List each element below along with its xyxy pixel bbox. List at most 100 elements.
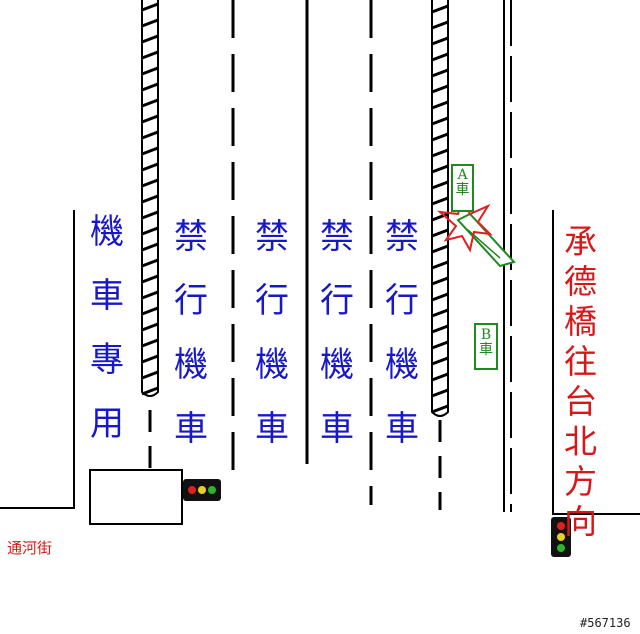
direction-char: 北 [564, 422, 597, 461]
hatch-stroke [431, 116, 449, 126]
hatch-stroke [141, 226, 159, 236]
hatch-stroke [141, 50, 159, 60]
no-scooter-label-1: 禁 行 機 車 [174, 205, 208, 461]
scooter-lane-char: 機 [90, 212, 124, 252]
hatch-stroke [141, 258, 159, 268]
booth-box [89, 469, 183, 525]
hatch-stroke [141, 322, 159, 332]
no-scooter-char: 機 [174, 345, 208, 385]
no-scooter-char: 行 [255, 281, 289, 321]
hatch-stroke [141, 306, 159, 316]
car-b-letter: B [480, 327, 492, 343]
hatch-stroke [431, 164, 449, 174]
hatch-stroke [431, 4, 449, 14]
scooter-only-label: 機 車 專 用 [90, 200, 124, 456]
hatch-stroke [431, 324, 449, 334]
no-scooter-char: 行 [385, 281, 419, 321]
car-a-box: A 車 [451, 164, 474, 212]
hatch-stroke [141, 290, 159, 300]
hatch-stroke [141, 354, 159, 364]
hatch-stroke [141, 66, 159, 76]
hatch-stroke [141, 178, 159, 188]
hatch-stroke [431, 388, 449, 398]
hatch-stroke [141, 162, 159, 172]
no-scooter-char: 機 [320, 345, 354, 385]
scooter-lane-char: 專 [90, 340, 124, 380]
collision-star-icon [436, 197, 493, 253]
hatch-stroke [431, 372, 449, 382]
no-scooter-char: 行 [320, 281, 354, 321]
hatch-stroke [431, 228, 449, 238]
hatch-stroke [431, 356, 449, 366]
car-b-char: 車 [479, 342, 493, 358]
hatch-stroke [431, 68, 449, 78]
hatch-stroke [431, 36, 449, 46]
no-scooter-char: 機 [385, 345, 419, 385]
hatch-stroke [141, 274, 159, 284]
no-scooter-char: 禁 [385, 217, 419, 257]
direction-char: 往 [564, 342, 597, 381]
direction-char: 德 [564, 262, 597, 301]
no-scooter-char: 車 [174, 409, 208, 449]
hatch-stroke [141, 34, 159, 44]
hatch-stroke [141, 130, 159, 140]
hatch-stroke [431, 100, 449, 110]
hatch-stroke [141, 194, 159, 204]
left-curb [0, 210, 75, 509]
no-scooter-char: 車 [320, 409, 354, 449]
no-scooter-char: 禁 [255, 217, 289, 257]
hatch-stroke [141, 114, 159, 124]
car-a-skid-shape [456, 212, 516, 268]
hatch-stroke [431, 404, 449, 414]
no-scooter-label-4: 禁 行 機 車 [385, 205, 419, 461]
street-name-label: 通河街 [7, 539, 53, 557]
hatch-stroke [431, 180, 449, 190]
hatch-stroke [141, 386, 159, 396]
right-divider-island [431, 0, 449, 417]
hatch-stroke [141, 370, 159, 380]
direction-label: 承 德 橋 往 台 北 方 向 [564, 222, 597, 542]
hatch-stroke [141, 98, 159, 108]
hatch-stroke [141, 338, 159, 348]
no-scooter-char: 車 [255, 409, 289, 449]
hatch-stroke [431, 196, 449, 206]
no-scooter-char: 行 [174, 281, 208, 321]
traffic-light-horizontal [183, 479, 221, 501]
hatch-stroke [141, 2, 159, 12]
car-a-letter: A [457, 167, 468, 183]
hatch-stroke [431, 244, 449, 254]
hatch-stroke [431, 292, 449, 302]
hatch-stroke [431, 148, 449, 158]
no-scooter-char: 車 [385, 409, 419, 449]
hatch-stroke [141, 210, 159, 220]
direction-char: 台 [564, 382, 597, 421]
hatch-stroke [141, 146, 159, 156]
no-scooter-char: 機 [255, 345, 289, 385]
hatch-stroke [431, 340, 449, 350]
hatch-stroke [431, 308, 449, 318]
hatch-stroke [431, 52, 449, 62]
hatch-stroke [431, 260, 449, 270]
direction-char: 向 [564, 502, 597, 541]
car-a-char: 車 [455, 182, 470, 198]
hatch-stroke [431, 20, 449, 30]
hatch-stroke [431, 132, 449, 142]
hatch-stroke [141, 82, 159, 92]
no-scooter-char: 禁 [174, 217, 208, 257]
car-b-box: B 車 [474, 323, 498, 370]
hatch-stroke [141, 242, 159, 252]
no-scooter-char: 禁 [320, 217, 354, 257]
hatch-stroke [431, 212, 449, 222]
right-curb [552, 210, 640, 515]
watermark: #567136 [580, 616, 631, 630]
traffic-light-vertical [551, 517, 571, 557]
left-divider-island [141, 0, 159, 397]
hatch-stroke [431, 84, 449, 94]
hatch-stroke [431, 276, 449, 286]
direction-char: 橋 [564, 302, 597, 341]
scooter-lane-char: 車 [90, 276, 124, 316]
hatch-stroke [141, 18, 159, 28]
no-scooter-label-2: 禁 行 機 車 [255, 205, 289, 461]
no-scooter-label-3: 禁 行 機 車 [320, 205, 354, 461]
